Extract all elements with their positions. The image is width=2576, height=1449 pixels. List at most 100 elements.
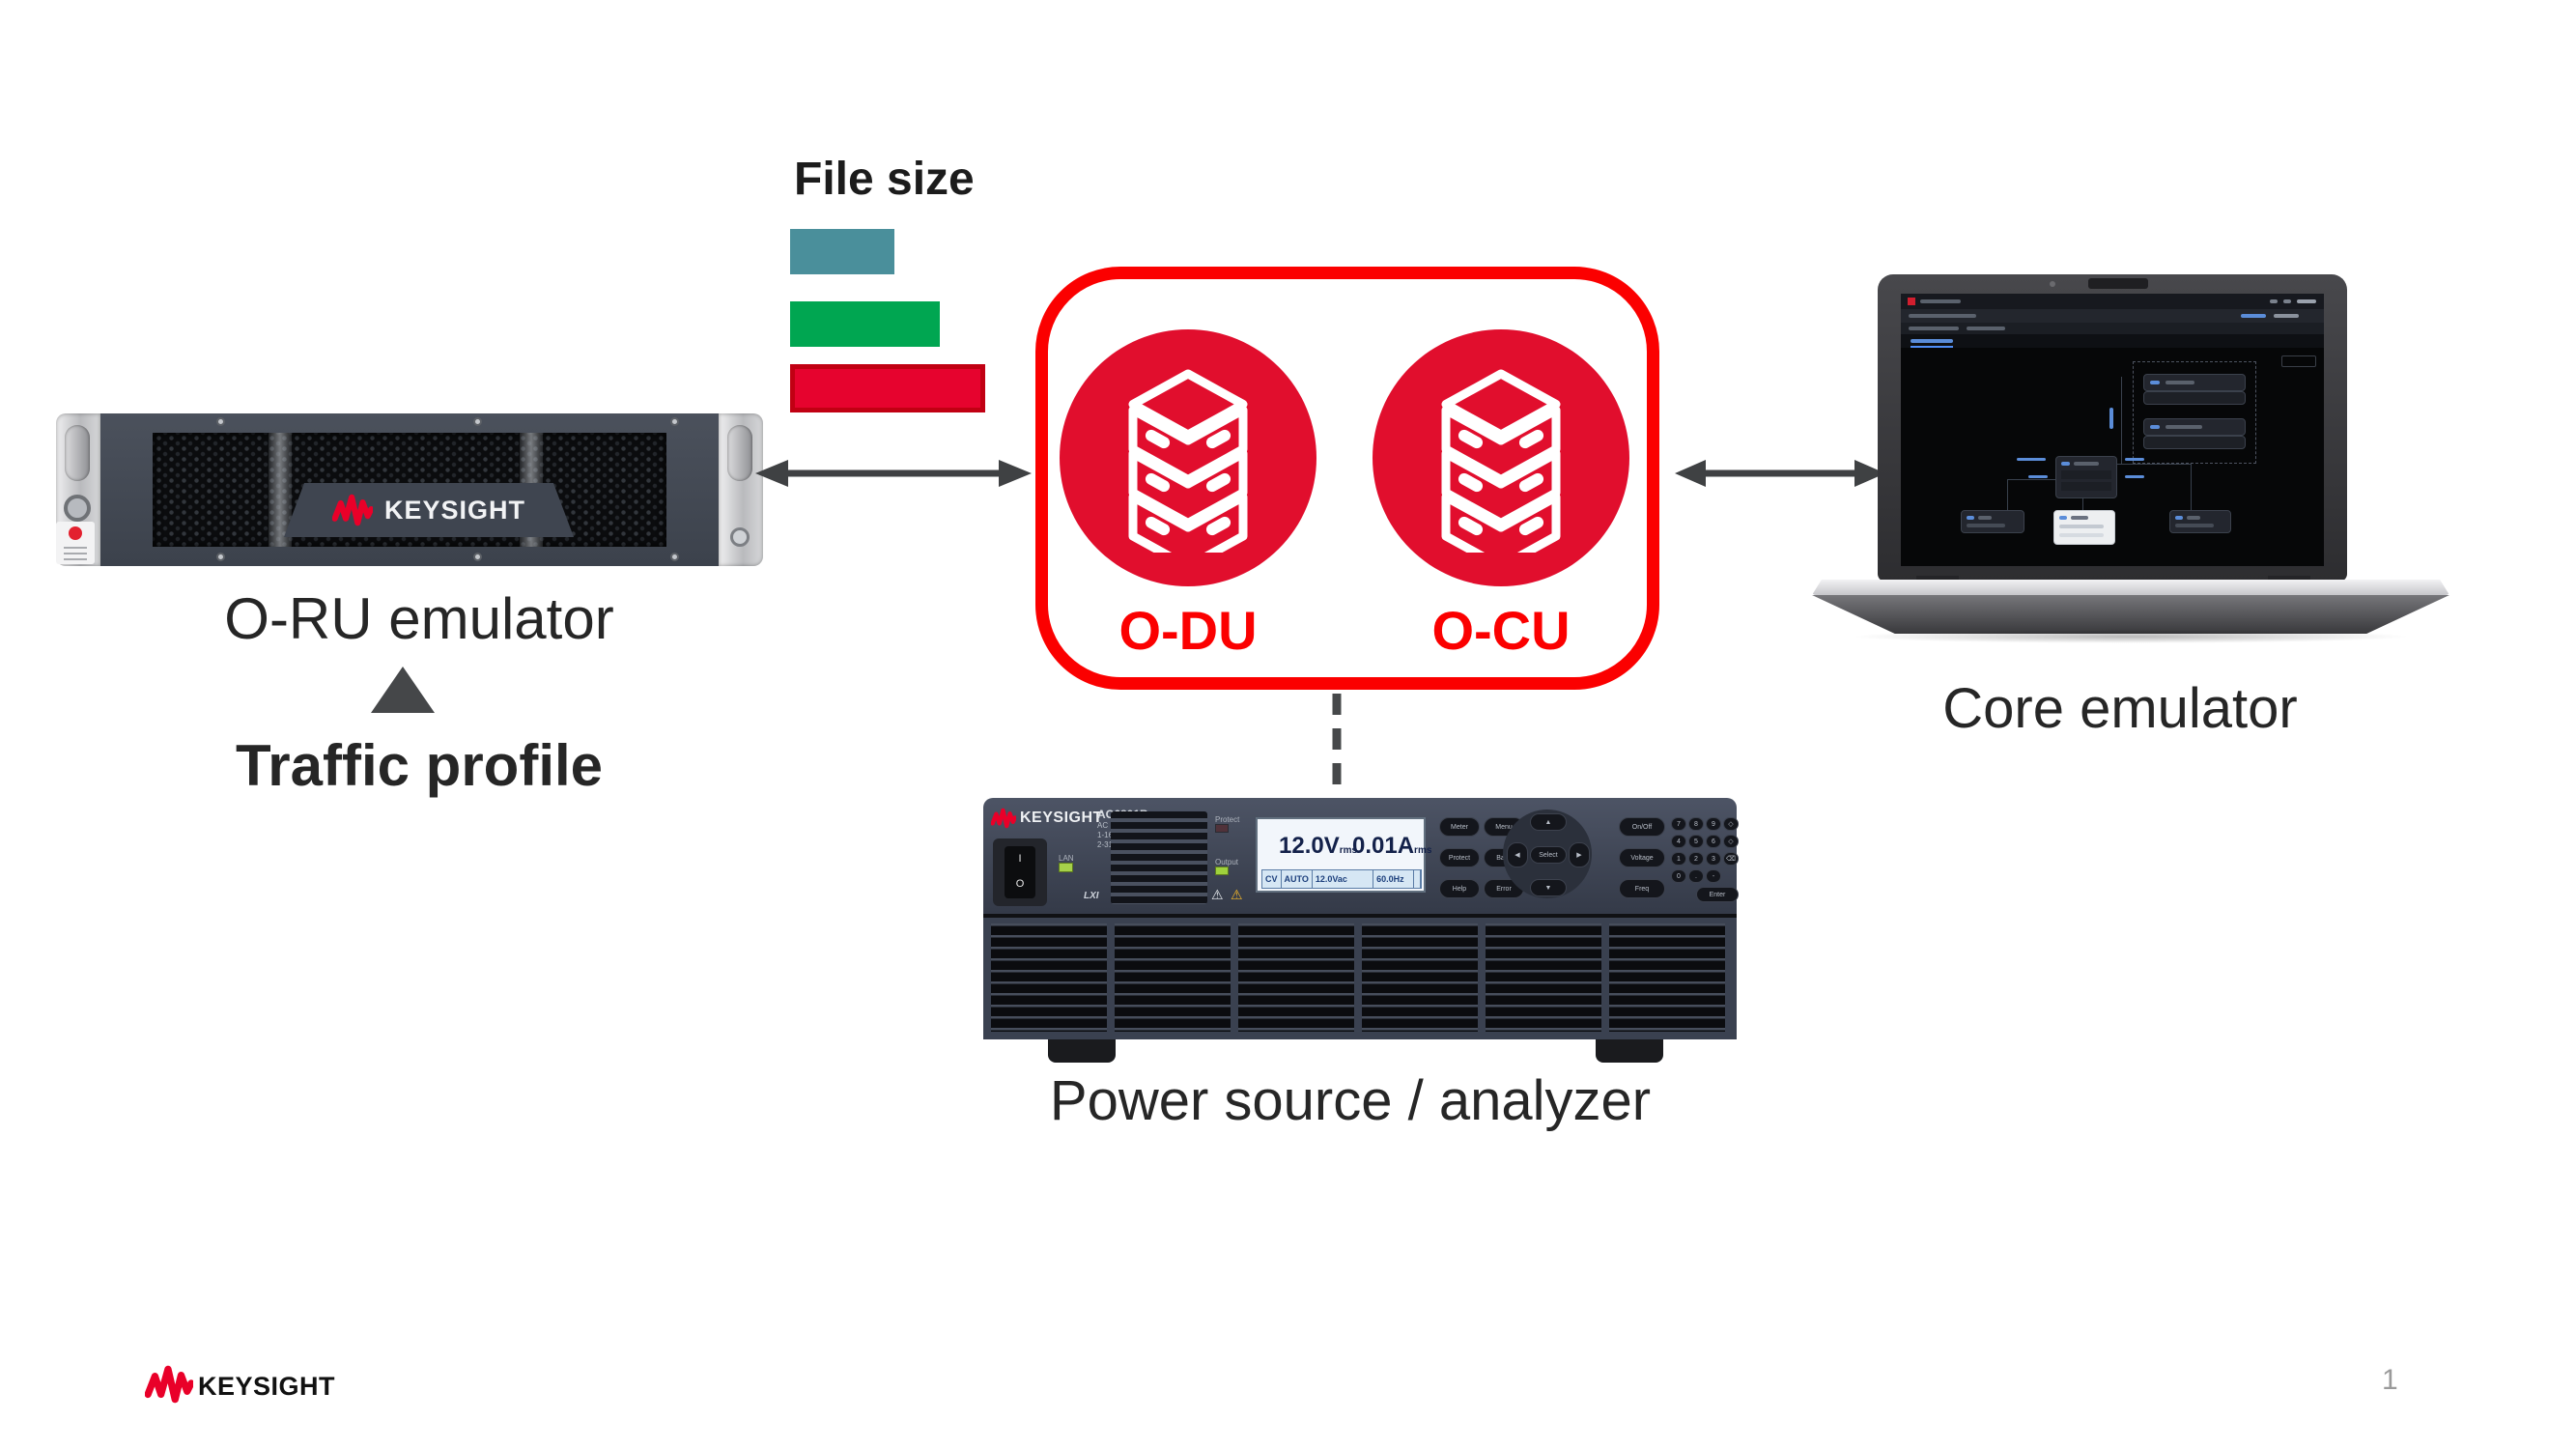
oru-emulator-label: O-RU emulator	[224, 586, 614, 651]
node-icon	[2061, 462, 2070, 466]
active-tab-underline	[1911, 346, 1953, 348]
node-dropdown	[2143, 436, 2246, 449]
numpad-key: 1	[1671, 852, 1686, 866]
laptop-base-deck	[1812, 580, 2449, 595]
server-stack-icon	[1441, 369, 1561, 553]
numpad-key: 8	[1688, 817, 1704, 831]
node-row	[1967, 524, 2005, 527]
app-logo-icon	[1908, 298, 1915, 305]
numpad-key: 2	[1688, 852, 1704, 866]
window-close-icon	[2297, 299, 2316, 303]
onoff-button: On/Off	[1619, 817, 1665, 837]
app-breadcrumb-bar	[1901, 309, 2324, 323]
footer-brand-text: KEYSIGHT	[198, 1372, 336, 1401]
topology-line	[2121, 377, 2122, 464]
keysight-spark-icon	[991, 808, 1016, 829]
file-size-bar-small	[790, 229, 894, 274]
app-toolbar	[1901, 323, 2324, 334]
node-label	[2166, 381, 2194, 384]
numpad-key: 9	[1706, 817, 1721, 831]
node-label	[1978, 516, 1992, 520]
node-row	[2059, 525, 2104, 528]
breadcrumb	[1909, 314, 1976, 318]
topology-line	[2082, 493, 2083, 514]
node-icon	[2059, 516, 2067, 520]
active-tab	[1911, 339, 1953, 343]
numpad-key: ◇	[1723, 817, 1739, 831]
node-label	[2074, 462, 2099, 466]
lxi-logo: LXI	[1084, 891, 1099, 901]
voltage-button: Voltage	[1619, 848, 1665, 867]
toolbar-text	[1967, 327, 2005, 330]
oru-emulator-device: KEYSIGHT	[56, 413, 763, 566]
protect-indicator: Protect	[1215, 815, 1239, 833]
du-to-core-arrow	[1675, 460, 1885, 487]
power-instrument-vent-body	[983, 918, 1737, 1039]
keysight-spark-icon	[145, 1365, 193, 1404]
numpad-key: 7	[1671, 817, 1686, 831]
vent-column-dividers	[991, 923, 1729, 1032]
link-label	[2109, 408, 2113, 429]
nav-right-button: ▶	[1569, 842, 1590, 867]
oru-connector	[64, 495, 91, 522]
status-cell: 60.0Hz	[1373, 870, 1414, 888]
toolbar-text	[1909, 327, 1959, 330]
topology-node	[2143, 418, 2246, 436]
oru-to-du-arrow	[755, 460, 1032, 487]
numpad-key: 4	[1671, 835, 1686, 848]
screw-icon	[670, 417, 679, 426]
traffic-profile-label: Traffic profile	[235, 733, 604, 798]
status-cell: CV	[1262, 870, 1282, 888]
numpad-key: ◇	[1723, 835, 1739, 848]
power-rocker: I O	[1005, 846, 1035, 898]
laptop-screen	[1901, 294, 2324, 566]
screw-icon	[216, 553, 225, 561]
lan-label: LAN	[1059, 854, 1074, 863]
topology-group-box	[2133, 361, 2256, 464]
file-size-bar-medium	[790, 301, 940, 347]
power-brand-text: KEYSIGHT	[1020, 810, 1103, 826]
topology-canvas	[1901, 348, 2324, 566]
numpad-key: 6	[1706, 835, 1721, 848]
link-label	[2017, 458, 2046, 461]
topology-node	[1961, 510, 2024, 533]
oru-power-panel	[56, 522, 95, 564]
ocu-label: O-CU	[1431, 600, 1571, 661]
oru-chassis: KEYSIGHT	[100, 413, 719, 566]
topology-node	[2169, 510, 2231, 533]
freq-button: Freq	[1619, 879, 1665, 898]
lan-led-icon	[1059, 863, 1073, 872]
topology-line	[2007, 479, 2008, 514]
odu-label: O-DU	[1118, 600, 1258, 661]
current-readout: 0.01Arms	[1352, 833, 1431, 860]
warning-triangle-icon: ⚠	[1211, 887, 1224, 902]
core-emulator-label: Core emulator	[1942, 677, 2298, 740]
node-icon	[2150, 425, 2160, 429]
oru-brand-text: KEYSIGHT	[383, 495, 526, 525]
window-minimize-icon	[2270, 299, 2278, 303]
instrument-foot	[1596, 1039, 1663, 1063]
topology-node-selected	[2053, 510, 2115, 545]
current-value: 0.01A	[1352, 833, 1415, 859]
app-tab-row	[1901, 334, 2324, 348]
node-row	[2175, 524, 2214, 527]
node-row	[2059, 533, 2104, 537]
nav-up-button: ▲	[1530, 813, 1567, 831]
node-label	[2187, 516, 2200, 520]
status-cell-empty	[1414, 870, 1421, 888]
numpad-key: ⌫	[1723, 852, 1739, 866]
node-icon	[1967, 516, 1974, 520]
keysight-spark-icon	[331, 494, 373, 526]
voltage-value: 12.0V	[1279, 833, 1340, 859]
du-to-power-dashed-line	[1332, 694, 1342, 800]
app-titlebar	[1901, 294, 2324, 309]
numpad-key: -	[1706, 869, 1721, 883]
screw-icon	[216, 417, 225, 426]
screw-icon	[473, 417, 482, 426]
panel-vents	[1111, 811, 1207, 904]
oru-brand-badge: KEYSIGHT	[284, 483, 574, 537]
oru-handle	[65, 425, 90, 481]
node-label	[2166, 425, 2202, 429]
topology-line	[2191, 464, 2192, 514]
topology-line	[2007, 479, 2065, 480]
